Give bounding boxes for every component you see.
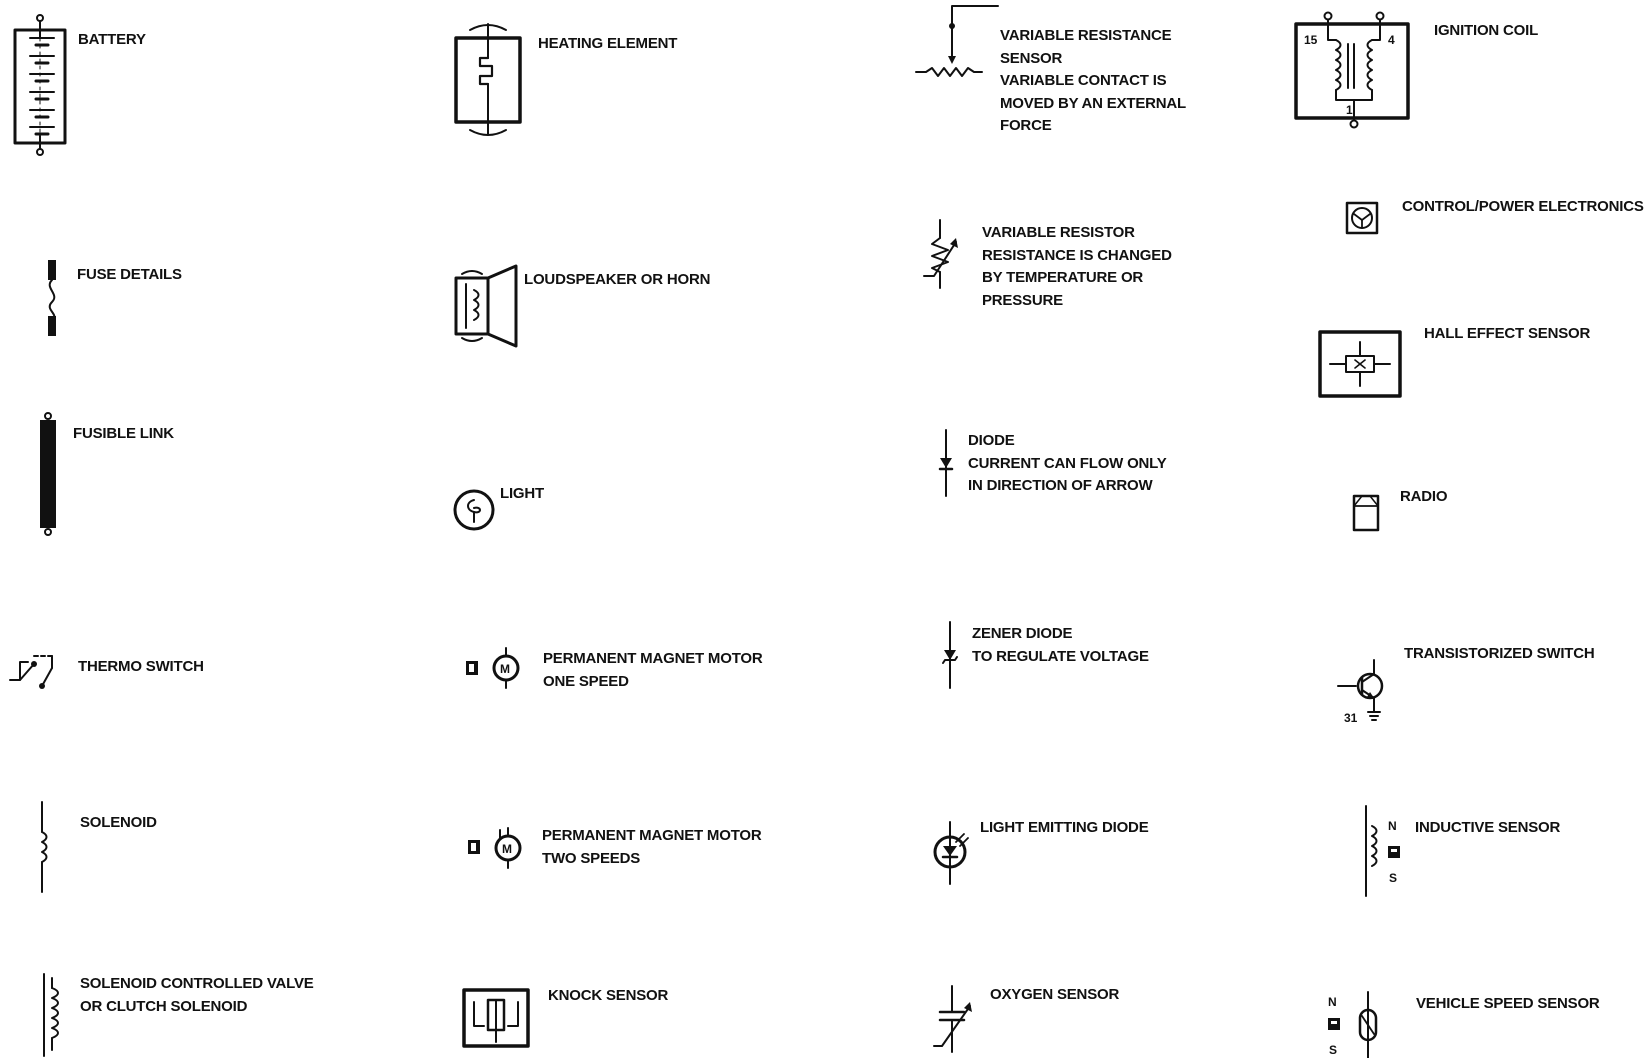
ignition-coil-pin-15: 15 (1304, 33, 1318, 47)
control-power-electronics-symbol-icon (1345, 201, 1379, 235)
radio-label: RADIO (1400, 488, 1448, 505)
fusible-link-label: FUSIBLE LINK (73, 425, 174, 442)
hall-effect-sensor-symbol-icon (1318, 330, 1402, 398)
inductive-sensor-label: INDUCTIVE SENSOR (1415, 819, 1561, 836)
thermo-switch-symbol-icon (9, 655, 53, 689)
ignition-coil-pin-4: 4 (1388, 33, 1395, 47)
motor-two-speeds-symbol-icon: M (468, 827, 522, 869)
vss-north-pole: N (1328, 995, 1337, 1009)
svg-text:M: M (502, 842, 512, 856)
control-power-electronics-label: CONTROL/POWER ELECTRONICS (1402, 198, 1644, 215)
inductive-sensor-symbol-icon: N S (1365, 805, 1400, 897)
light-label: LIGHT (500, 485, 544, 502)
motor-one-speed-symbol-icon: M (466, 647, 520, 689)
thermo-switch-label: THERMO SWITCH (78, 658, 204, 675)
oxygen-sensor-label: OXYGEN SENSOR (990, 986, 1120, 1003)
knock-sensor-symbol-icon (462, 988, 530, 1048)
knock-sensor-label: KNOCK SENSOR (548, 987, 669, 1004)
loudspeaker-label: LOUDSPEAKER OR HORN (524, 271, 711, 288)
loudspeaker-symbol-icon (454, 264, 518, 348)
variable-resistance-sensor-symbol-icon (915, 5, 999, 77)
led-symbol-icon (933, 821, 969, 885)
vehicle-speed-sensor-label: VEHICLE SPEED SENSOR (1416, 995, 1600, 1012)
battery-label: BATTERY (78, 31, 146, 48)
transistorized-switch-label: TRANSISTORIZED SWITCH (1404, 645, 1595, 662)
battery-symbol-icon (13, 14, 67, 156)
solenoid-label: SOLENOID (80, 814, 157, 831)
ignition-coil-symbol-icon: 15 4 1 (1294, 11, 1410, 129)
transistor-ground-label: 31 (1344, 711, 1358, 725)
variable-resistor-symbol-icon (923, 219, 958, 289)
light-bulb-symbol-icon (453, 489, 495, 531)
vss-south-pole: S (1329, 1043, 1337, 1057)
zener-diode-symbol-icon (942, 621, 958, 689)
ignition-coil-label: IGNITION COIL (1434, 22, 1539, 39)
radio-symbol-icon (1352, 494, 1380, 532)
vehicle-speed-sensor-symbol-icon: N S (1328, 991, 1378, 1058)
fuse-label: FUSE DETAILS (77, 266, 182, 283)
transistor-switch-symbol-icon: 31 (1337, 659, 1384, 725)
fuse-symbol-icon (48, 260, 56, 336)
heating-element-symbol-icon (454, 23, 522, 136)
inductive-south-pole: S (1389, 871, 1397, 885)
inductive-north-pole: N (1388, 819, 1397, 833)
solenoid-symbol-icon (41, 801, 48, 893)
svg-text:M: M (500, 662, 510, 676)
diode-symbol-icon (938, 429, 954, 497)
led-label: LIGHT EMITTING DIODE (980, 819, 1149, 836)
solenoid-valve-symbol-icon (43, 973, 59, 1057)
oxygen-sensor-symbol-icon (933, 985, 972, 1053)
fusible-link-symbol-icon (40, 412, 56, 536)
heating-element-label: HEATING ELEMENT (538, 35, 678, 52)
hall-effect-sensor-label: HALL EFFECT SENSOR (1424, 325, 1591, 342)
ignition-coil-pin-1: 1 (1346, 103, 1353, 117)
